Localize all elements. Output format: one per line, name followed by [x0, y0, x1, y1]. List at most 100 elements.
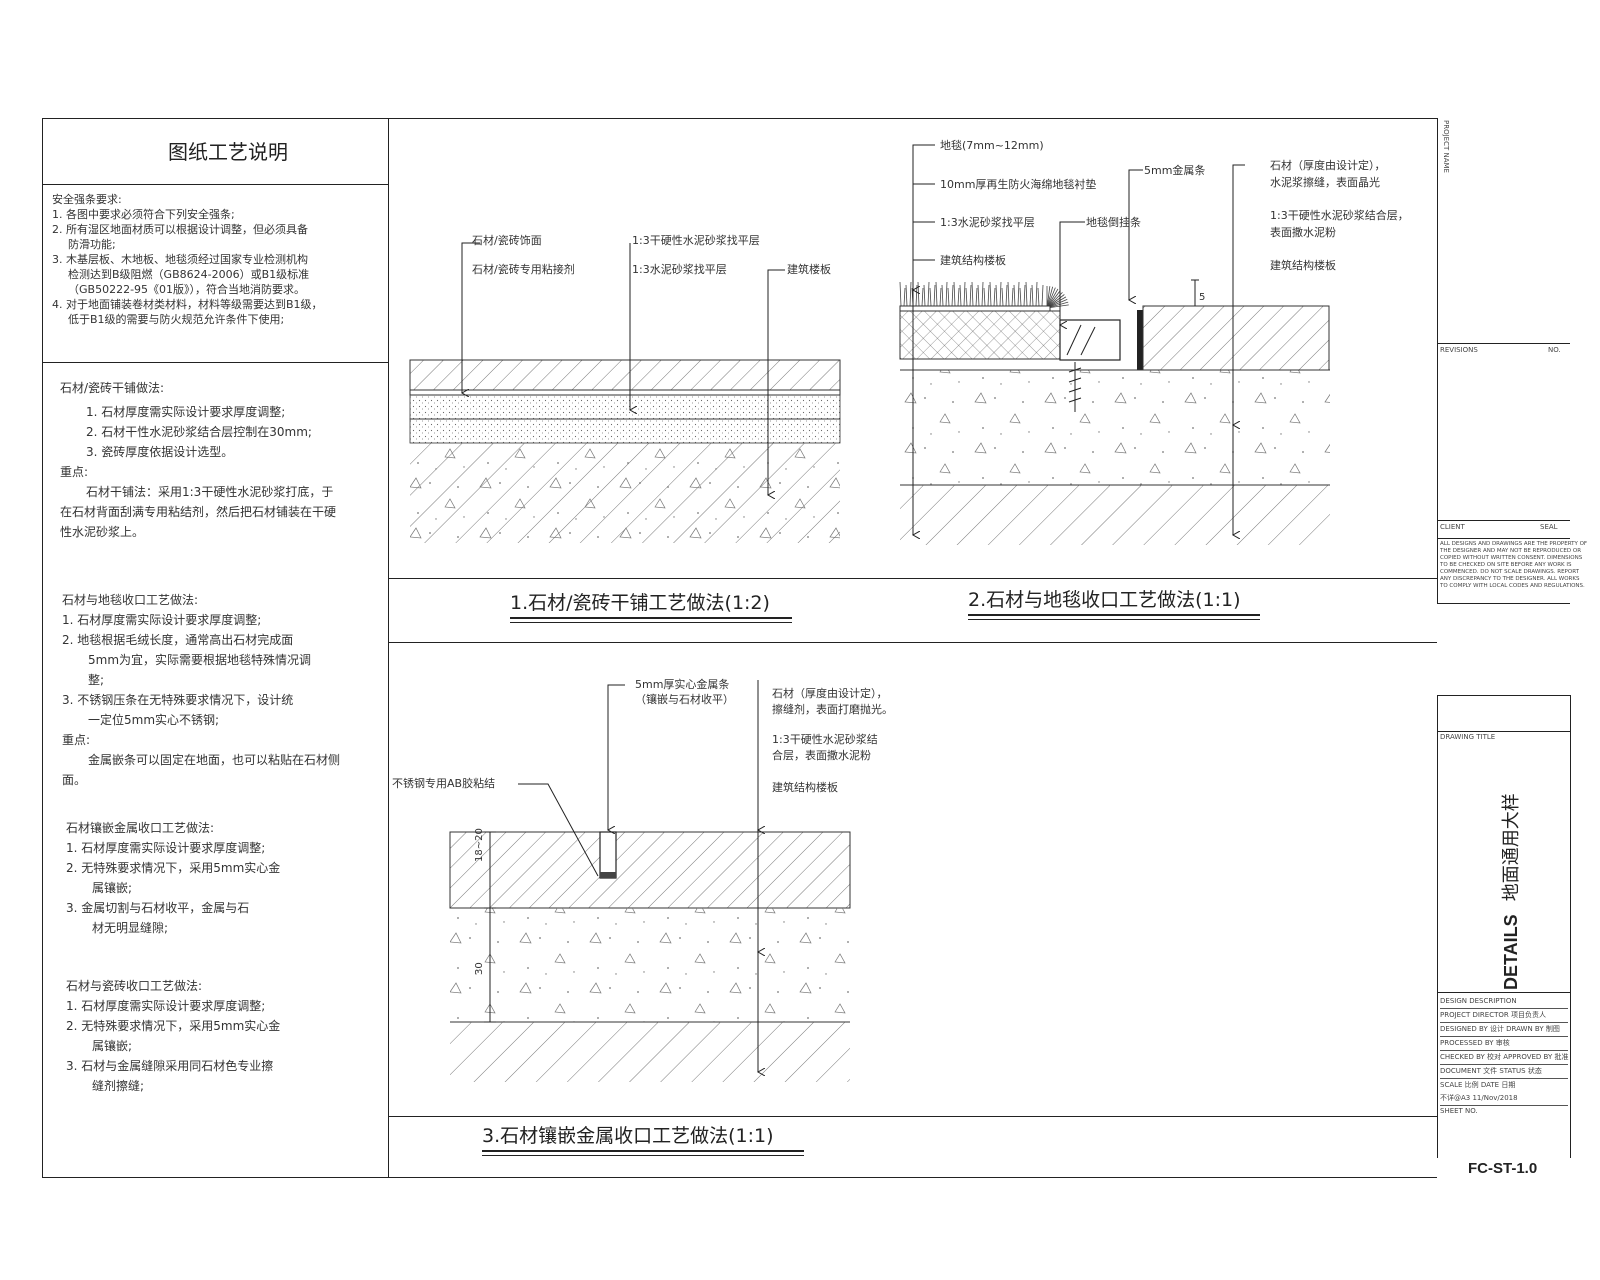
- safety-item: 低于B1级的需要与防火规范允许条件下使用;: [68, 313, 285, 326]
- detail2-underlay: [899, 310, 1061, 360]
- detail3-leader: [608, 684, 625, 830]
- carpet-pile-strand: [1046, 301, 1069, 309]
- detail2-carpet-pile: [899, 281, 1069, 309]
- detail3-metal-strip: [599, 831, 617, 879]
- detail2-leader: [1060, 221, 1085, 325]
- carpet-pile-strand: [1031, 284, 1034, 307]
- detail1-leveling-layer: [409, 418, 841, 444]
- carpet-pile-strand: [1025, 281, 1028, 307]
- detail3-dim-bottom: 30: [474, 962, 485, 975]
- mid-divider: [389, 642, 1437, 643]
- tile-junction-item: 3. 石材与金属缝隙采用同石材色专业擦: [66, 1059, 274, 1073]
- detail2-label-structure: 建筑结构楼板: [1270, 259, 1336, 272]
- carpet-pile-strand: [923, 284, 926, 307]
- titleblock-lower-border-left: [1437, 695, 1438, 1158]
- metal-inlay-item: 3. 金属切割与石材收平，金属与石: [66, 901, 250, 915]
- detail2-label-screed: 1:3水泥砂浆找平层: [940, 216, 1035, 229]
- dry-lay-item: 1. 石材厚度需实际设计要求厚度调整;: [86, 405, 286, 419]
- detail2-label-mortar2: 表面撒水泥粉: [1270, 226, 1336, 239]
- detail2-drawing: [899, 144, 1330, 545]
- disclaimer-line: TO BE CHECKED ON SITE BEFORE ANY WORK IS: [1440, 562, 1572, 568]
- metal-inlay-notes: 石材镶嵌金属收口工艺做法: 1. 石材厚度需实际设计要求厚度调整; 2. 无特殊…: [66, 818, 386, 938]
- carpet-item: 一定位5mm实心不锈钢;: [88, 713, 220, 727]
- detail3-slab: [450, 1022, 850, 1082]
- carpet-pile-strand: [1046, 286, 1054, 309]
- titleblock-row: CHECKED BY 校对 APPROVED BY 批准: [1440, 1051, 1568, 1065]
- dry-lay-key: 重点:: [60, 465, 89, 479]
- carpet-pile-strand: [963, 281, 966, 307]
- carpet-pile-strand: [905, 284, 908, 307]
- detail2-label-stone: 石材（厚度由设计定），: [1270, 159, 1386, 172]
- carpet-pile-strand: [921, 287, 924, 307]
- metal-inlay-item: 2. 无特殊要求情况下，采用5mm实心金: [66, 861, 281, 875]
- carpet-pile-strand: [971, 281, 974, 307]
- carpet-pile-strand: [917, 281, 920, 307]
- dry-lay-key-text: 性水泥砂浆上。: [60, 525, 145, 539]
- titleblock-divider: [1437, 538, 1570, 539]
- dry-lay-notes: 石材/瓷砖干铺做法: 1. 石材厚度需实际设计要求厚度调整; 2. 石材干性水泥…: [60, 378, 385, 542]
- tile-junction-item: 2. 无特殊要求情况下，采用5mm实心金: [66, 1019, 281, 1033]
- detail3-label-strip2: （镶嵌与石材收平）: [635, 693, 734, 706]
- sheet-top-border: [389, 118, 1437, 119]
- safety-item: （GB50222-95《01版》），符合当地消防要求。: [68, 283, 306, 296]
- carpet-pile-strand: [1023, 284, 1026, 307]
- carpet-pile-strand: [1013, 284, 1016, 307]
- titleblock-row: DOCUMENT 文件 STATUS 状态: [1440, 1065, 1568, 1079]
- detail2-label-underlay: 10mm厚再生防火海绵地毯衬垫: [940, 178, 1097, 191]
- metal-inlay-item: 属镶嵌;: [92, 881, 133, 895]
- detail3-stone: [449, 831, 851, 909]
- carpet-pile-strand: [915, 284, 918, 307]
- carpet-pile-strand: [953, 281, 956, 307]
- detail3-mortar: [450, 908, 850, 1022]
- carpet-pile-strand: [987, 284, 990, 307]
- revisions-no: NO.: [1548, 346, 1561, 354]
- detail1-mortar-layer: [409, 394, 841, 420]
- carpet-pile-strand: [1035, 281, 1038, 307]
- carpet-pile-strand: [947, 287, 950, 307]
- tile-junction-item: 1. 石材厚度需实际设计要求厚度调整;: [66, 999, 266, 1013]
- client-label: CLIENT: [1440, 523, 1465, 531]
- carpet-pile-strand: [983, 287, 986, 307]
- sheet-bottom-border: [389, 1177, 1437, 1178]
- detail2-dim: 5: [1199, 292, 1206, 303]
- detail1-title: 1.石材/瓷砖干铺工艺做法(1:2): [510, 592, 770, 614]
- detail2-leader: [1233, 164, 1245, 425]
- carpet-item: 5mm为宜，实际需要根据地毯特殊情况调: [88, 653, 312, 667]
- carpet-key: 重点:: [62, 733, 91, 747]
- safety-item: 1. 各图中要求必须符合下列安全强条;: [52, 208, 235, 221]
- carpet-pile-strand: [951, 284, 954, 307]
- titleblock-row: DESIGN DESCRIPTION: [1440, 995, 1568, 1009]
- detail3-label-stone2: 擦缝剂，表面打磨抛光。: [772, 703, 893, 716]
- carpet-pile-strand: [1029, 287, 1032, 307]
- carpet-pile-strand: [993, 287, 996, 307]
- safety-notes: 安全强条要求: 1. 各图中要求必须符合下列安全强条; 2. 所有湿区地面材质可…: [52, 192, 382, 327]
- carpet-pile-strand: [995, 284, 998, 307]
- carpet-pile-strand: [945, 281, 948, 307]
- carpet-pile-strand: [1046, 290, 1061, 309]
- carpet-pile-strand: [899, 281, 902, 307]
- titleblock-row: PROJECT DIRECTOR 项目负责人: [1440, 1009, 1568, 1023]
- detail3-label-structure: 建筑结构楼板: [772, 781, 838, 794]
- titleblock-row: DESIGNED BY 设计 DRAWN BY 制图: [1440, 1023, 1568, 1037]
- notes-title: 图纸工艺说明: [168, 140, 288, 164]
- detail3-label-strip: 5mm厚实心金属条: [635, 678, 730, 691]
- carpet-pile-strand: [981, 281, 984, 307]
- safety-item: 4. 对于地面铺装卷材类材料，材料等级需要达到B1级，: [52, 298, 323, 311]
- detail2-slab: [900, 485, 1330, 545]
- titleblock-divider: [1437, 343, 1570, 344]
- carpet-pile-strand: [927, 281, 930, 307]
- detail2-label-carpet: 地毯(7mm~12mm): [940, 139, 1044, 152]
- tile-junction-item: 缝剂擦缝;: [92, 1079, 145, 1093]
- drawing-title-label: DRAWING TITLE: [1440, 733, 1496, 741]
- detail2-metal-strip: [1137, 310, 1143, 370]
- titleblock-row: SCALE 比例 DATE 日期: [1440, 1081, 1516, 1089]
- carpet-item: 3. 不锈钢压条在无特殊要求情况下，设计统: [62, 693, 294, 707]
- drawing-title-cn: 地面通用大样: [1501, 793, 1522, 902]
- tile-junction-notes: 石材与瓷砖收口工艺做法: 1. 石材厚度需实际设计要求厚度调整; 2. 无特殊要…: [66, 976, 386, 1096]
- disclaimer-line: ALL DESIGNS AND DRAWINGS ARE THE PROPERT…: [1440, 541, 1588, 547]
- detail3-label-mortar: 1:3干硬性水泥砂浆结: [772, 733, 878, 746]
- carpet-pile-strand: [1011, 287, 1014, 307]
- carpet-pile-strand: [999, 281, 1002, 307]
- notes-panel: [42, 118, 389, 1178]
- disclaimer-line: TO COMPLY WITH LOCAL CODES AND REGULATIO…: [1440, 583, 1585, 589]
